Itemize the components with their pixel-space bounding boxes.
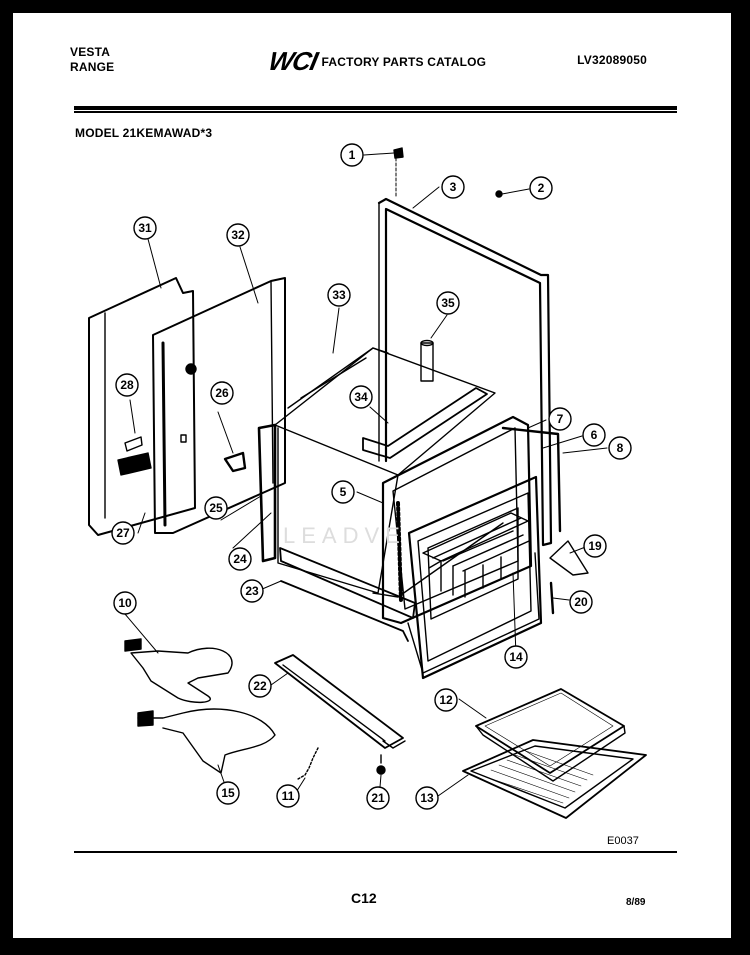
- catalog-page: VESTA RANGE WCI FACTORY PARTS CATALOG LV…: [13, 13, 731, 938]
- svg-text:15: 15: [221, 786, 235, 800]
- catalog-date: 8/89: [626, 897, 646, 908]
- oven-rack: [422, 512, 530, 598]
- svg-text:12: 12: [439, 693, 453, 707]
- callout-13: 13: [415, 786, 439, 810]
- door-gasket-8: [501, 426, 562, 533]
- screw-2: [495, 190, 503, 198]
- svg-text:32: 32: [231, 228, 245, 242]
- callout-1: 1: [340, 143, 364, 167]
- callout-24: 24: [228, 547, 252, 571]
- back-panel-3: [377, 197, 553, 547]
- svg-text:8: 8: [617, 441, 624, 455]
- hinge-19: [549, 540, 589, 576]
- svg-text:1: 1: [349, 148, 356, 162]
- svg-text:14: 14: [509, 650, 523, 664]
- callout-3: 3: [441, 175, 465, 199]
- leader-lines: [124, 152, 608, 798]
- svg-text:20: 20: [574, 595, 588, 609]
- callout-8: 8: [608, 436, 632, 460]
- svg-text:28: 28: [120, 378, 134, 392]
- svg-text:11: 11: [282, 789, 295, 803]
- svg-text:33: 33: [332, 288, 346, 302]
- svg-text:LEADVE: LEADVE: [283, 523, 406, 548]
- side-panel-31: [88, 277, 196, 536]
- svg-text:27: 27: [116, 526, 130, 540]
- callout-31: 31: [133, 216, 157, 240]
- diagram-code: E0037: [607, 835, 639, 847]
- callout-22: 22: [248, 674, 272, 698]
- page-number: C12: [351, 890, 377, 906]
- svg-text:35: 35: [441, 296, 455, 310]
- callout-34: 34: [349, 385, 373, 409]
- svg-text:6: 6: [591, 428, 598, 442]
- callout-5: 5: [331, 480, 355, 504]
- footer-rule: [74, 851, 677, 853]
- svg-text:24: 24: [233, 552, 247, 566]
- svg-text:19: 19: [588, 539, 602, 553]
- header-rule-thin: [74, 111, 677, 113]
- broiler-pan-insert-12: [475, 688, 626, 782]
- callout-2: 2: [529, 176, 553, 200]
- svg-text:34: 34: [354, 390, 368, 404]
- callout-12: 12: [434, 688, 458, 712]
- spring-11: [297, 747, 319, 780]
- callout-27: 27: [111, 521, 135, 545]
- callout-21: 21: [366, 786, 390, 810]
- callout-6: 6: [582, 423, 606, 447]
- callout-19: 19: [583, 534, 607, 558]
- broiler-pan-13: [462, 739, 647, 819]
- header-rule: [74, 106, 677, 110]
- model-number: MODEL 21KEMAWAD*3: [75, 126, 213, 140]
- callout-10: 10: [113, 591, 137, 615]
- svg-text:25: 25: [209, 501, 223, 515]
- bottom-panel-23: [279, 547, 416, 642]
- bracket-22: [274, 654, 406, 749]
- svg-text:22: 22: [253, 679, 267, 693]
- callout-26: 26: [210, 381, 234, 405]
- bake-element-10: [130, 647, 233, 703]
- callout-14: 14: [504, 645, 528, 669]
- catalog-title: WCI FACTORY PARTS CATALOG: [266, 46, 487, 77]
- screw-21: [376, 765, 386, 775]
- callout-25: 25: [204, 496, 228, 520]
- brand-block: VESTA RANGE: [70, 45, 114, 75]
- oven-liner: [257, 339, 504, 598]
- catalog-title-text: FACTORY PARTS CATALOG: [321, 54, 487, 69]
- svg-text:10: 10: [118, 596, 132, 610]
- callout-28: 28: [115, 373, 139, 397]
- svg-text:7: 7: [557, 412, 564, 426]
- svg-text:31: 31: [138, 221, 152, 235]
- fastener-1: [393, 147, 404, 159]
- broil-element-15: [137, 708, 276, 774]
- callout-15: 15: [216, 781, 240, 805]
- pin-20: [549, 581, 555, 615]
- svg-text:13: 13: [420, 791, 434, 805]
- exploded-parts-diagram: LEADVE: [88, 143, 647, 819]
- product-type: RANGE: [70, 60, 115, 74]
- brand-name: VESTA: [70, 45, 111, 59]
- callout-23: 23: [240, 579, 264, 603]
- svg-text:3: 3: [450, 180, 457, 194]
- svg-text:23: 23: [245, 584, 259, 598]
- callout-11: 11: [276, 784, 300, 808]
- callout-32: 32: [226, 223, 250, 247]
- svg-text:2: 2: [538, 181, 545, 195]
- callout-20: 20: [569, 590, 593, 614]
- side-panel-32: [152, 277, 286, 534]
- part-number: LV32089050: [577, 53, 647, 67]
- svg-text:21: 21: [371, 791, 385, 805]
- oven-door: [381, 415, 543, 680]
- callout-7: 7: [548, 407, 572, 431]
- svg-text:5: 5: [340, 485, 347, 499]
- svg-text:26: 26: [215, 386, 229, 400]
- callout-33: 33: [327, 283, 351, 307]
- callout-35: 35: [436, 291, 460, 315]
